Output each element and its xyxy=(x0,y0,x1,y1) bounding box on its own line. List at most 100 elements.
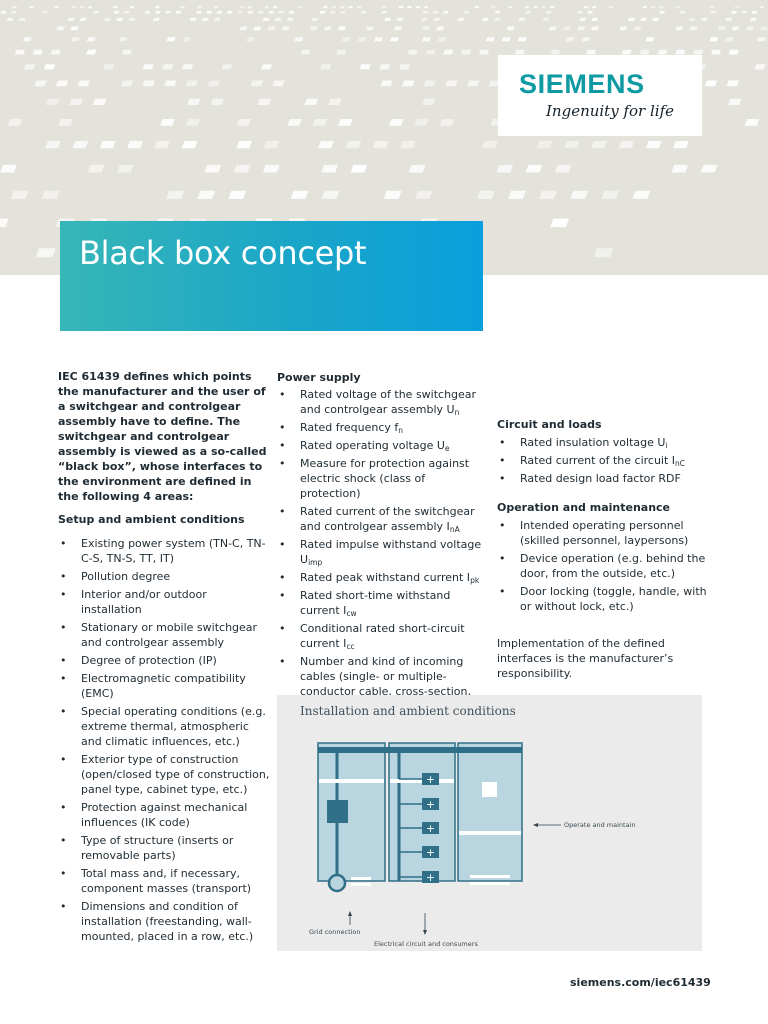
arrow-up-icon xyxy=(348,911,352,916)
subscript: cc xyxy=(346,642,355,651)
pattern-square xyxy=(113,6,118,9)
list-item-text: Rated short-time withstand current I xyxy=(300,589,451,617)
pattern-square xyxy=(585,49,597,55)
pattern-square xyxy=(207,80,220,87)
pattern-square xyxy=(197,190,216,199)
pattern-square xyxy=(688,17,696,21)
power-list-continuation xyxy=(497,370,712,409)
pattern-square xyxy=(128,17,136,21)
pattern-square xyxy=(421,37,431,42)
pattern-square xyxy=(642,6,648,9)
pattern-square xyxy=(507,6,513,9)
pattern-square xyxy=(689,26,698,31)
pattern-square xyxy=(591,17,599,21)
pattern-square xyxy=(539,190,557,199)
setup-list: Existing power system (TN-C, TN-C-S, TN-… xyxy=(58,536,270,944)
pattern-square xyxy=(286,17,294,21)
list-item: Rated frequency fn xyxy=(277,420,487,435)
plus-icon: + xyxy=(426,871,435,884)
pattern-square xyxy=(619,26,628,31)
pattern-square xyxy=(745,26,754,31)
pattern-square xyxy=(45,141,61,149)
pattern-square xyxy=(710,49,722,55)
pattern-square xyxy=(414,119,429,126)
control-panel-window xyxy=(482,782,497,797)
list-item: Conditional rated short-circuit current … xyxy=(277,621,487,651)
pattern-square xyxy=(323,6,328,9)
pattern-square xyxy=(281,26,290,31)
pattern-square xyxy=(710,10,717,14)
pattern-square xyxy=(104,17,112,21)
pattern-square xyxy=(756,37,767,42)
list-item: Exterior type of construction (open/clos… xyxy=(58,752,270,797)
list-item-text: Rated current of the circuit I xyxy=(520,454,676,467)
pattern-square xyxy=(731,10,737,14)
pattern-square xyxy=(262,164,280,173)
pattern-square xyxy=(591,6,597,9)
pattern-square xyxy=(373,37,384,42)
pattern-square xyxy=(423,6,429,9)
pattern-square xyxy=(731,26,740,31)
pattern-square xyxy=(321,190,340,199)
footer-url-link[interactable]: siemens.com/iec61439 xyxy=(570,976,711,989)
pattern-square xyxy=(92,98,107,106)
pattern-square xyxy=(55,80,69,87)
pattern-square xyxy=(18,17,26,21)
pattern-square xyxy=(357,37,368,42)
pattern-square xyxy=(166,190,184,199)
pattern-square xyxy=(247,6,253,9)
pattern-square xyxy=(400,141,416,149)
pattern-square xyxy=(645,37,655,42)
pattern-square xyxy=(621,49,632,55)
pattern-square xyxy=(318,141,334,149)
label-electrical-circuit: Electrical circuit and consumers xyxy=(374,940,478,948)
pattern-square xyxy=(439,119,455,126)
pattern-square xyxy=(365,26,374,31)
list-item: Device operation (e.g. behind the door, … xyxy=(497,551,712,581)
pattern-square xyxy=(422,26,431,31)
cabinet-left-separator xyxy=(319,779,384,783)
pattern-square xyxy=(228,190,247,199)
pattern-square xyxy=(144,10,151,14)
pattern-square xyxy=(233,164,251,173)
pattern-square xyxy=(102,64,115,70)
pattern-square xyxy=(759,26,768,31)
pattern-square xyxy=(415,6,421,9)
list-item: Rated current of the switchgear and cont… xyxy=(277,504,487,534)
list-item: Intended operating personnel (skilled pe… xyxy=(497,518,712,548)
logo-wordmark: SIEMENS xyxy=(519,69,645,99)
pattern-square xyxy=(77,80,91,87)
pattern-square xyxy=(734,6,740,9)
pattern-square xyxy=(127,141,143,149)
pattern-square xyxy=(87,6,93,9)
subscript: nA xyxy=(449,525,460,534)
pattern-square xyxy=(650,6,656,9)
pattern-square xyxy=(180,6,186,9)
pattern-square xyxy=(437,37,447,42)
pattern-square xyxy=(394,26,403,31)
pattern-square xyxy=(659,6,664,9)
list-item: Stationary or mobile switchgear and cont… xyxy=(58,620,270,650)
pattern-square xyxy=(704,80,718,87)
pattern-square xyxy=(422,10,429,14)
pattern-square xyxy=(356,6,362,9)
pattern-square xyxy=(297,6,303,9)
pattern-square xyxy=(185,119,201,126)
list-item-text: Measure for protection against electric … xyxy=(300,457,470,500)
pattern-square xyxy=(0,218,9,228)
pattern-square xyxy=(50,49,61,55)
cabinet-left-slot xyxy=(351,877,371,880)
pattern-square xyxy=(474,6,480,9)
pattern-square xyxy=(383,190,402,199)
pattern-square xyxy=(425,49,436,55)
pattern-square xyxy=(328,98,342,106)
pattern-square xyxy=(423,80,437,87)
pattern-square xyxy=(350,164,368,173)
pattern-square xyxy=(591,26,600,31)
pattern-square xyxy=(263,141,280,149)
pattern-square xyxy=(518,17,526,21)
pattern-square xyxy=(671,164,689,173)
pattern-square xyxy=(154,10,161,14)
pattern-square xyxy=(675,6,681,9)
pattern-square xyxy=(34,80,47,87)
